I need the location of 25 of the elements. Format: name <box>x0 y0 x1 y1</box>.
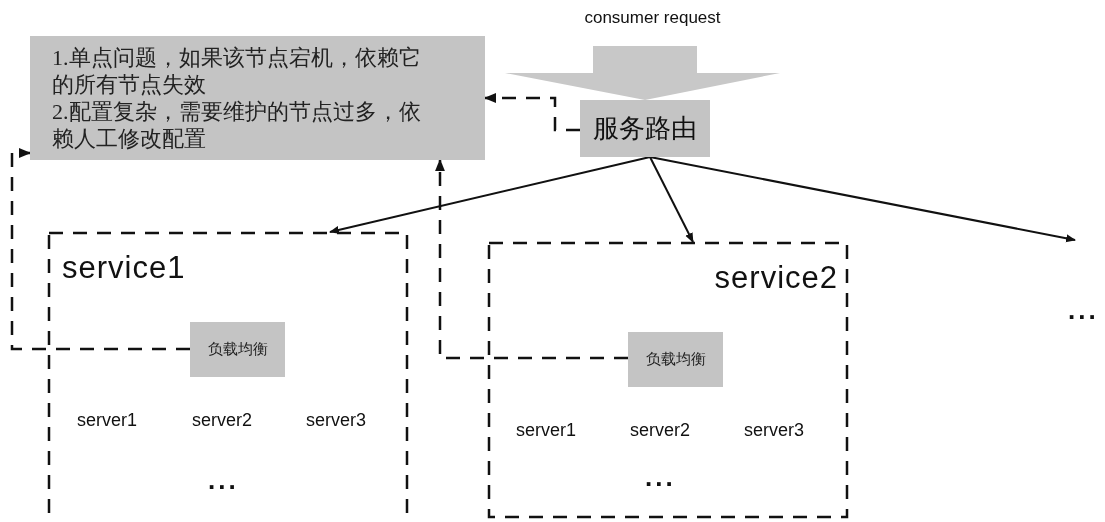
service-title: service1 <box>62 250 186 286</box>
note-text: 1.单点问题，如果该节点宕机，依赖它的所有节点失效 <box>52 44 422 98</box>
ellipsis: ... <box>208 465 239 496</box>
note-text: 2.配置复杂，需要维护的节点过多，依赖人工修改配置 <box>52 98 422 152</box>
ellipsis: ... <box>645 462 676 493</box>
arrow <box>649 156 1076 243</box>
server-label: server3 <box>306 410 367 431</box>
server-label: server1 <box>77 410 138 431</box>
server-label: server3 <box>744 420 805 441</box>
server-label: server1 <box>516 420 577 441</box>
load-balancer-box: 负载均衡 <box>190 322 285 377</box>
request-text: consumer request <box>560 8 745 46</box>
server-label: server2 <box>630 420 691 441</box>
service-group <box>488 242 848 518</box>
dashed-arrow <box>435 158 628 360</box>
dashed-arrow <box>10 148 190 351</box>
note-box <box>30 36 485 160</box>
service-title: service2 <box>714 260 838 296</box>
router-box: 服务路由 <box>580 100 710 157</box>
block-arrow <box>505 46 780 100</box>
load-balancer-box: 负载均衡 <box>628 332 723 387</box>
ellipsis: ... <box>1068 295 1099 326</box>
arrow <box>329 156 651 234</box>
server-label: server2 <box>192 410 253 431</box>
arrow <box>649 156 694 243</box>
